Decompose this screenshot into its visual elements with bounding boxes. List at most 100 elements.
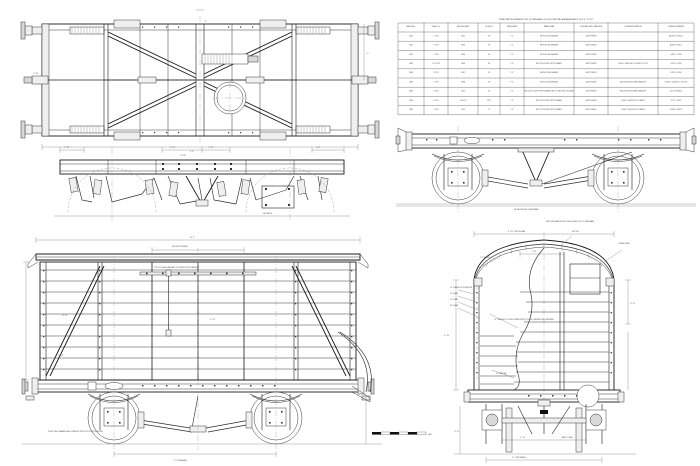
table-cell: 71 [488, 109, 490, 111]
svg-text:6' 1 1/4": 6' 1 1/4" [444, 335, 450, 337]
table-cell: ONE 15" VACUUM CYLINDER [621, 108, 645, 111]
svg-text:1' 3/8": 1' 3/8" [532, 251, 537, 253]
dim-door-opening: SIDE DOOR OPENING [172, 246, 189, 248]
svg-text:4' 7 1/2": 4' 7 1/2" [520, 437, 526, 439]
table-cell: 1/501 [461, 109, 465, 111]
table-cell: CAST PLATES [585, 99, 597, 102]
end-planking [514, 291, 609, 383]
svg-text:5' 1 1/2": 5' 1 1/2" [630, 303, 636, 305]
svg-text:9' 0": 9' 0" [190, 151, 194, 153]
table-cell: 1/480 [409, 91, 413, 93]
brake-block [68, 177, 329, 197]
table-cell: 7/6 [488, 45, 490, 47]
spec-table-grid [397, 22, 695, 116]
table-cell: 7/6 [488, 35, 490, 37]
svg-text:1' 2 1/2": 1' 2 1/2" [170, 147, 176, 149]
table-cell: 1/491 [461, 91, 465, 93]
note-plank-2: 1/4" PLANK [450, 292, 458, 295]
table-cell: 1/432 [409, 35, 413, 37]
table-cell: 7/6 [488, 91, 490, 93]
svg-text:4' 1 1/2": 4' 1 1/2" [62, 315, 68, 317]
svg-text:1' 13/16": 1' 13/16" [180, 155, 186, 157]
view-underframe-elevation: SELF ACTING SIDE LEVER BRAKE CAST IRON B… [395, 126, 697, 223]
table-cell: 07821 / 07430 [671, 72, 682, 74]
dimension-lines [23, 237, 367, 457]
table-cell: ADDED / BUILT [670, 44, 682, 47]
view-spec-table: SOME PARTS NUMBERS FOR 10 STANDARD GOODS… [397, 18, 695, 116]
table-cell: 9' 0" [510, 72, 514, 74]
table-cell: 9' 6" [510, 100, 514, 102]
table-cell: 7/6 [488, 63, 490, 65]
note-plank-1: 1/2" PLANKS FOR OUTER SIDE [450, 286, 472, 289]
table-cell: 1/480 [409, 100, 413, 102]
table-cell: SELF ACTING BRAKES [540, 80, 559, 83]
table-cell: CAST PLATES [585, 80, 597, 83]
rivet-column [43, 270, 353, 371]
table-cell: 2 TON [434, 45, 440, 47]
table-cell: 9' 0" [510, 54, 514, 56]
table-cell: 07772 / 71021 [671, 100, 682, 102]
table-cell: REDUCED WITH LAMP BRACKET [620, 80, 647, 83]
note-top-planks: TOP TWO PLANKS ARE PART OF THE SIDE DOOR… [154, 266, 199, 269]
table-cell: CAST PLATES [585, 44, 597, 47]
table-cell: 7/6 [488, 72, 490, 74]
vacuum-cylinder [213, 81, 247, 115]
table-cell: 07821 / 07430 [671, 63, 682, 65]
dim-overall-length: 15' 0" [190, 237, 195, 239]
table-cell: 9' 6" [510, 109, 514, 111]
table-cell: CAST PLATES [585, 62, 597, 65]
buffer-assembly [20, 21, 43, 139]
note-tee-angle: 1/2" TEE ANGLE TO FORM CORNER WITH 1/2" … [494, 318, 555, 321]
table-header-cell: DIAGR. No. [432, 25, 441, 28]
table-cell: SELF ACTING BRAKES [540, 44, 559, 47]
table-cell: 1/492 [461, 45, 465, 47]
table-cell: 7/6 [488, 54, 490, 56]
spec-table-body: 1/432 1 TON 1/431 7/6 9' 0" SELF ACTING BRAKE… [409, 34, 687, 111]
view-end-elevation: 1/2" PLANKS FOR OUTER SIDE 1/4" PLANK 1/… [444, 230, 636, 463]
table-cell: 124008 / 142877 [670, 109, 683, 111]
view-brake-gear-detail: 1' 7 3/4" 1' 2 1/2" 1' 1 1/8" 1' 1/4" 1'… [54, 147, 350, 220]
table-cell: 1/510-47 [460, 100, 467, 102]
table-cell: 5 TON [434, 81, 440, 83]
svg-text:2' 1 1/2": 2' 1 1/2" [454, 431, 460, 433]
table-cell: CAST PLATES [585, 71, 597, 74]
note-cant-rail: 1/2" CANT RAIL [496, 372, 507, 375]
table-cell: 1/480 [409, 72, 413, 74]
table-cell: 1/488 [461, 81, 465, 83]
note-brake-blocks: SELF ACTING SIDE LEVER BRAKE [514, 208, 539, 211]
buffer-assembly [357, 21, 380, 139]
note-plank-4: 3/8" PLANK [450, 304, 458, 307]
svg-text:3' 1 1/2": 3' 1 1/2" [210, 319, 216, 321]
view-side-elevation: 15' 0" 9' 0" WHEELBASE SIDE DOOR OPENING… [21, 237, 382, 462]
dimension-lines [453, 231, 631, 463]
table-cell: ONE 10" VACUUM CYLINDER 15 TON [618, 62, 648, 65]
note-section: SECTION [572, 231, 579, 233]
table-cell: 9' 0" [510, 63, 514, 65]
table-cell: REDUCED WITH LAMP BRACKET [620, 90, 647, 93]
table-header-cell: OTHER INFORMATION [624, 25, 642, 28]
table-cell: ADDED TO BUILT [669, 34, 683, 37]
table-cell: 1/480 [409, 81, 413, 83]
dim-wheelbase: 9' 0" WHEELBASE [174, 459, 187, 462]
table-cell: 1 TON [434, 109, 440, 111]
table-cell: 1/480 [461, 63, 465, 65]
table-cell: 7/6 [488, 81, 490, 83]
table-cell: 1/487 [461, 72, 465, 74]
table-cell: 9' 0" [510, 45, 514, 47]
table-header-cell: BRAKE GEAR [544, 25, 555, 28]
table-cell: ONE 15" VACUUM CYLINDER [621, 99, 645, 102]
table-cell: 1/431 [461, 35, 465, 37]
svg-text:4' 2" OVER WHEELS: 4' 2" OVER WHEELS [512, 457, 526, 459]
table-cell: SECTION 2 SIDE FITTED BRAKE [536, 99, 563, 102]
view-scale-bar: FEET [372, 431, 432, 436]
note-footstep: STEEL TYRE CLEARANCE AND LOWER SECTION O… [48, 430, 104, 433]
svg-text:1' 7 3/4": 1' 7 3/4" [64, 147, 70, 149]
table-cell: 9' 0" [510, 91, 514, 93]
table-cell: 1 TON [434, 35, 440, 37]
table-cell: 040011 / 04006107 / 0417743 [665, 81, 687, 83]
table-header-cell: BUILDING DATE [457, 25, 469, 28]
table-cell: CAST PLATES [585, 90, 597, 93]
dim-width-max: 8' 1 1/2" WIDTH MAX [508, 230, 526, 233]
